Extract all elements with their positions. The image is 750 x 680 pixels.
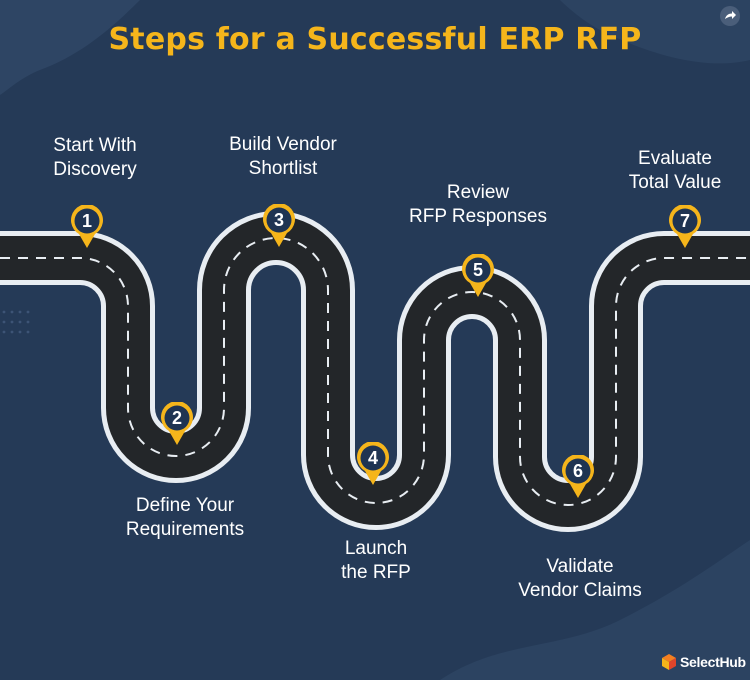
step-4-number: 4	[367, 448, 378, 468]
brand-name: SelectHub	[680, 654, 746, 670]
step-2-label: Define Your Requirements	[125, 495, 245, 540]
map-pin-icon	[71, 204, 103, 248]
step-7-number: 7	[679, 211, 690, 231]
step-1-number: 1	[81, 211, 92, 231]
step-2-number: 2	[171, 408, 182, 428]
selecthub-logo-icon	[662, 654, 676, 670]
map-pin-icon	[562, 454, 594, 498]
map-pin-icon	[669, 204, 701, 248]
step-7-pin: 7	[668, 204, 702, 249]
share-button[interactable]	[720, 6, 740, 26]
step-3-number: 3	[273, 210, 284, 230]
step-5-pin: 5	[461, 253, 495, 298]
selecthub-brand: SelectHub	[662, 654, 746, 670]
map-pin-icon	[357, 441, 389, 485]
step-4-label: Launch the RFP	[341, 538, 411, 583]
step-7-label: Evaluate Total Value	[628, 148, 722, 193]
step-4-pin: 4	[356, 441, 390, 486]
step-6-label: Validate Vendor Claims	[518, 556, 642, 601]
map-pin-icon	[161, 401, 193, 445]
winding-road	[0, 211, 750, 532]
step-3-label: Build Vendor Shortlist	[229, 134, 337, 179]
step-6-number: 6	[572, 461, 583, 481]
step-6-pin: 6	[561, 454, 595, 499]
decorative-dots	[2, 310, 30, 334]
step-2-pin: 2	[160, 401, 194, 446]
step-1-pin: 1	[70, 204, 104, 249]
map-pin-icon	[263, 203, 295, 247]
step-3-pin: 3	[262, 203, 296, 248]
step-5-label: Review RFP Responses	[409, 182, 547, 227]
page-title: Steps for a Successful ERP RFP	[108, 22, 642, 57]
step-5-number: 5	[472, 260, 483, 280]
step-1-label: Start With Discovery	[53, 135, 137, 180]
share-icon	[725, 11, 736, 19]
map-pin-icon	[462, 253, 494, 297]
